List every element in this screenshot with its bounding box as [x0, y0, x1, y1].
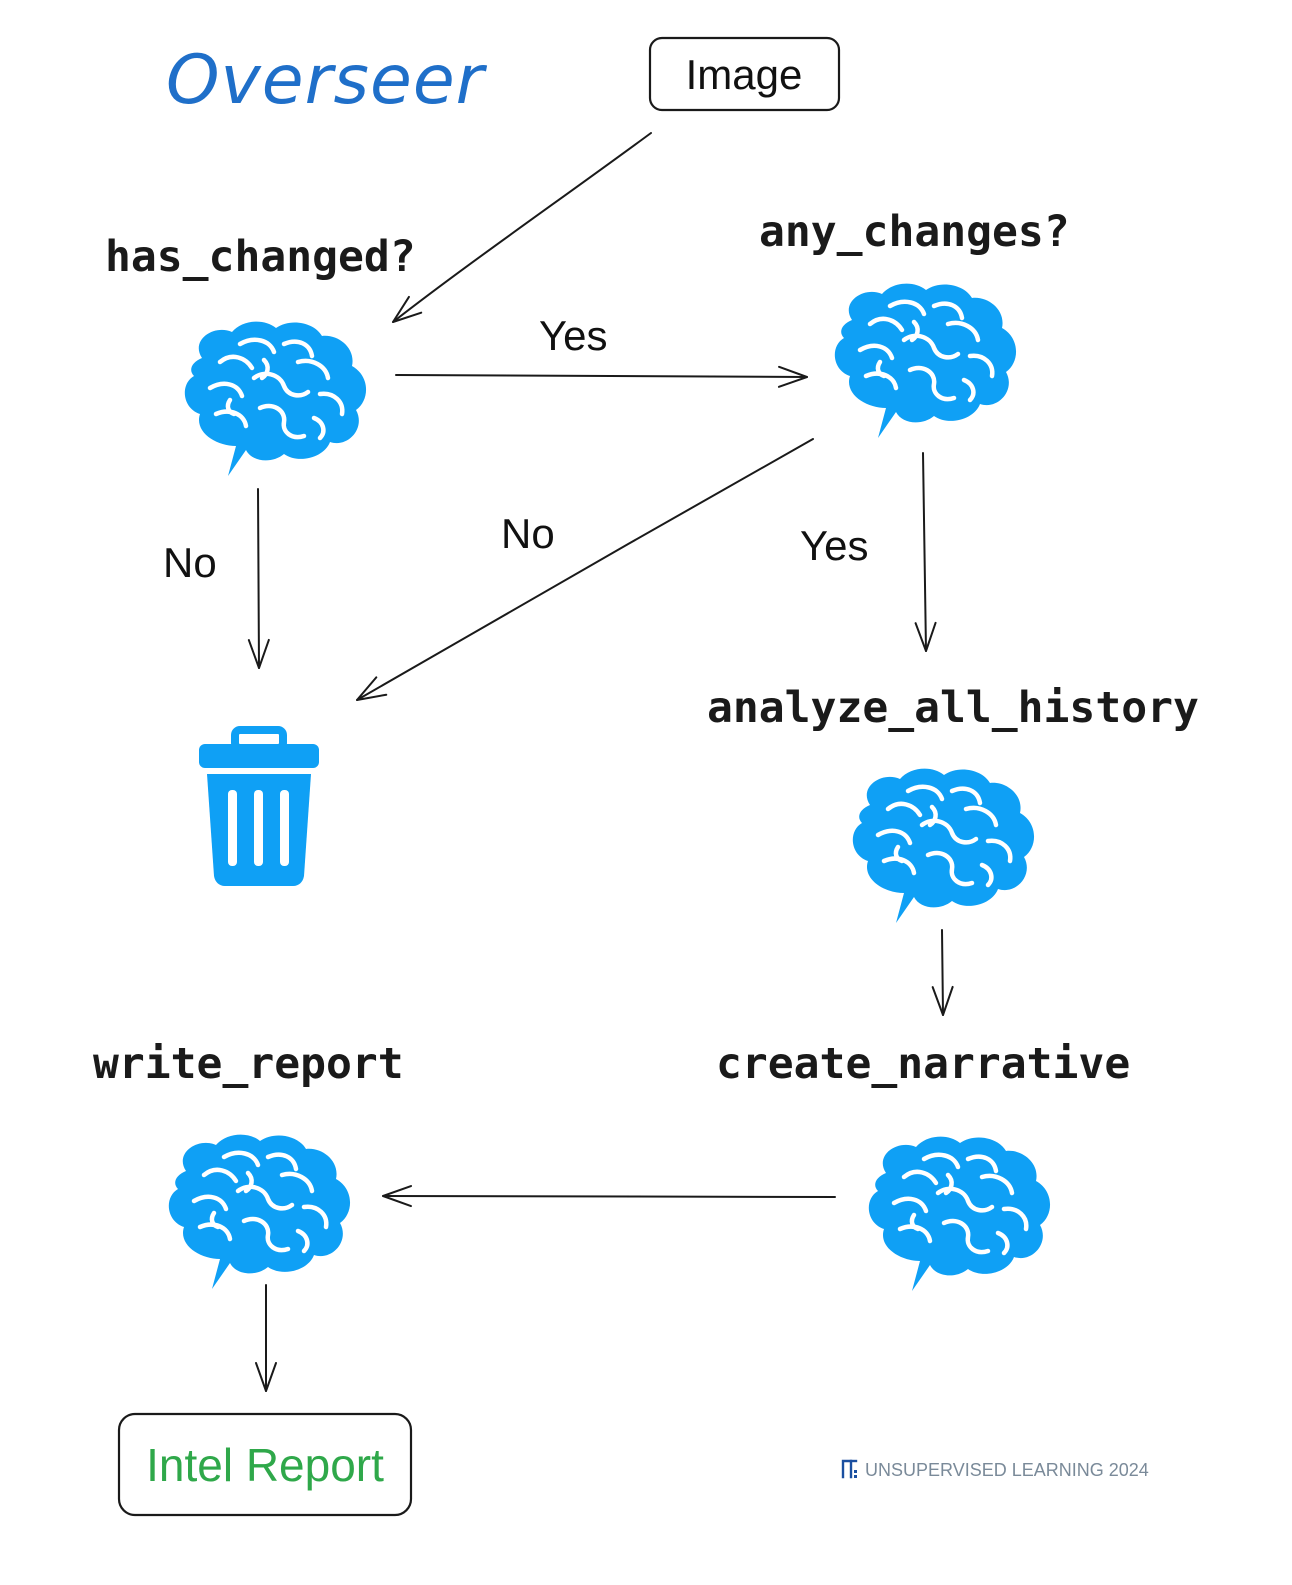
- edge-create-narrative-to-write-report: [382, 1185, 836, 1208]
- edge-has-changed-to-trash: [247, 488, 270, 669]
- brain-icon: [869, 1137, 1050, 1291]
- node-label-any-changes: any_changes?: [759, 207, 1070, 257]
- edge-any-changes-to-analyze: [914, 452, 937, 652]
- edge-analyze-to-create-narrative: [931, 929, 954, 1016]
- intel-report-label: Intel Report: [146, 1439, 384, 1491]
- brain-icon: [185, 322, 366, 476]
- image-input-node: Image: [648, 36, 841, 112]
- node-label-has-changed: has_changed?: [105, 232, 416, 282]
- footer-text: UNSUPERVISED LEARNING 2024: [865, 1460, 1149, 1480]
- diagram-title: Overseer: [166, 41, 488, 120]
- edge-any-changes-to-trash: [356, 438, 814, 701]
- edge-label-no-diagonal: No: [501, 510, 555, 557]
- unsupervised-learning-logo-icon: [841, 1459, 858, 1479]
- intel-report-node: Intel Report: [117, 1412, 413, 1517]
- node-label-write-report: write_report: [93, 1039, 404, 1089]
- edge-label-yes-right: Yes: [800, 522, 869, 569]
- edge-image-to-has-changed: [392, 132, 652, 323]
- trash-can-icon: [199, 726, 319, 886]
- node-label-analyze-all-history: analyze_all_history: [707, 683, 1199, 733]
- edge-label-yes-top: Yes: [539, 312, 608, 359]
- brain-icon: [853, 769, 1034, 923]
- image-input-label: Image: [686, 51, 803, 98]
- brain-icon: [835, 284, 1016, 438]
- edge-label-no-left: No: [163, 539, 217, 586]
- edge-has-changed-to-any-changes: [395, 365, 808, 388]
- brain-icon: [169, 1135, 350, 1289]
- node-label-create-narrative: create_narrative: [716, 1039, 1130, 1089]
